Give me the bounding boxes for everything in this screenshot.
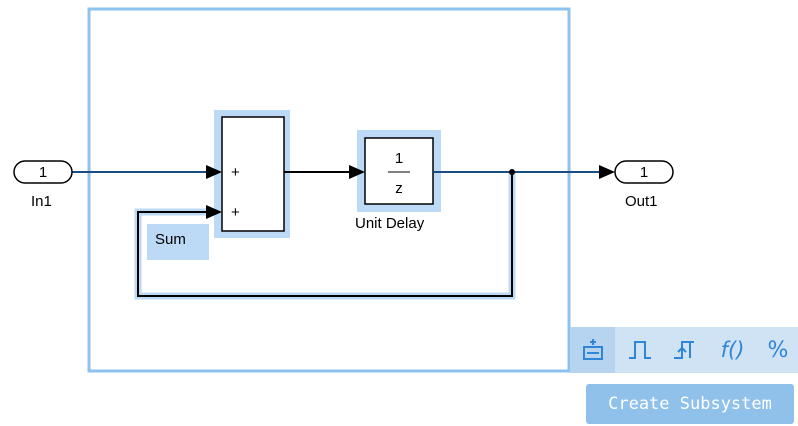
triggered-subsystem-glyph (674, 341, 694, 359)
sum-sign-1: + (231, 164, 240, 181)
quick-action-toolbar: f() % (570, 327, 798, 373)
outport-block[interactable] (614, 160, 674, 184)
create-subsystem-button[interactable]: Create Subsystem (586, 384, 794, 424)
selection-box (87, 7, 571, 373)
arrowhead-out (599, 165, 615, 179)
sum-sign-2: + (231, 204, 240, 221)
unit-delay-block[interactable] (364, 137, 434, 205)
function-call-icon[interactable]: f() (720, 338, 745, 362)
inport-block[interactable] (13, 160, 73, 184)
inport-number: 1 (39, 164, 47, 181)
comment-out-icon[interactable]: % (767, 337, 789, 363)
triggered-subsystem-icon[interactable] (665, 327, 705, 373)
create-subsystem-icon[interactable] (570, 327, 615, 373)
inport-label: In1 (31, 193, 52, 210)
unit-delay-denominator: z (395, 180, 403, 197)
sum-block[interactable] (221, 116, 285, 232)
enabled-subsystem-glyph (629, 341, 651, 359)
unit-delay-numerator: 1 (395, 150, 403, 167)
branch-point (509, 169, 515, 175)
arrowhead-sum-in2 (206, 205, 222, 219)
arrowhead-delay-in (349, 165, 365, 179)
sum-label: Sum (155, 231, 186, 248)
create-subsystem-glyph (582, 339, 603, 360)
unit-delay-label: Unit Delay (355, 215, 425, 232)
feedback-line[interactable] (137, 172, 513, 297)
outport-number: 1 (640, 164, 648, 181)
sum-label-highlight (147, 224, 209, 260)
outport-label: Out1 (625, 193, 658, 210)
arrowhead-sum-in1 (206, 165, 222, 179)
enabled-subsystem-icon[interactable] (620, 327, 660, 373)
